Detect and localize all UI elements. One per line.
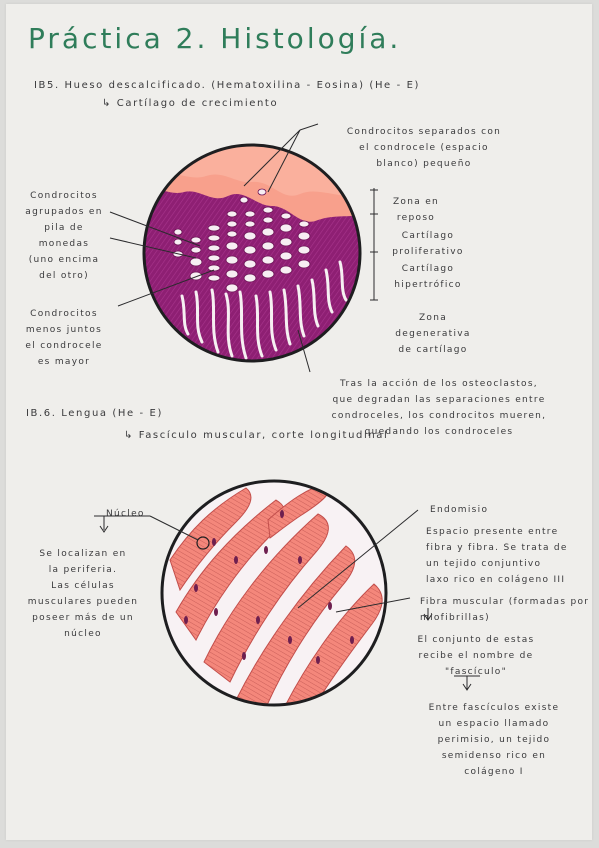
label-nucleo-text: Se localizan en la periferia. Las célula… <box>27 549 139 639</box>
cartilage-annotation-lines <box>109 123 378 373</box>
label-perimisio-text: Entre fascículos existe un espacio llama… <box>428 703 560 777</box>
section2-heading: IB.6. Lengua (He - E) <box>26 408 163 419</box>
section1-heading: IB5. Hueso descalcificado. (Hematoxilina… <box>34 80 420 91</box>
zone-reposo: Zona en reposo <box>392 197 440 223</box>
zone-degenerativa: Zona degenerativa de cartílago <box>395 313 471 355</box>
label-nucleo-title: Núcleo <box>106 509 145 519</box>
section2-subheading: ↳ Fascículo muscular, corte longitudinal <box>124 430 389 441</box>
muscle-illustration <box>160 479 388 707</box>
zone-hipertrofico: Cartílago hipertrófico <box>394 264 462 290</box>
label-condrocitos-menos-juntos: Condrocitos menos juntos el condrocele e… <box>25 309 103 367</box>
label-endomisio-text: Espacio presente entre fibra y fibra. Se… <box>426 527 568 585</box>
label-fibra-title: Fibra muscular (formadas por miofibrilla… <box>420 597 590 623</box>
zone-proliferativo: Cartílago proliferativo <box>392 231 464 257</box>
label-endomisio-title: Endomisio <box>430 505 489 515</box>
label-fibra-text: El conjunto de estas recibe el nombre de… <box>417 635 535 677</box>
section1-subheading: ↳ Cartílago de crecimiento <box>102 98 279 109</box>
muscle-annotation-lines <box>94 509 480 691</box>
label-osteoclastos: Tras la acción de los osteoclastos, que … <box>331 379 547 437</box>
label-condrocitos-agrupados: Condrocitos agrupados en pila de monedas… <box>25 191 103 281</box>
label-condrocitos-separados: Condrocitos separados con el condrocele … <box>346 127 502 169</box>
page-title: Práctica 2. Histología. <box>28 22 402 55</box>
